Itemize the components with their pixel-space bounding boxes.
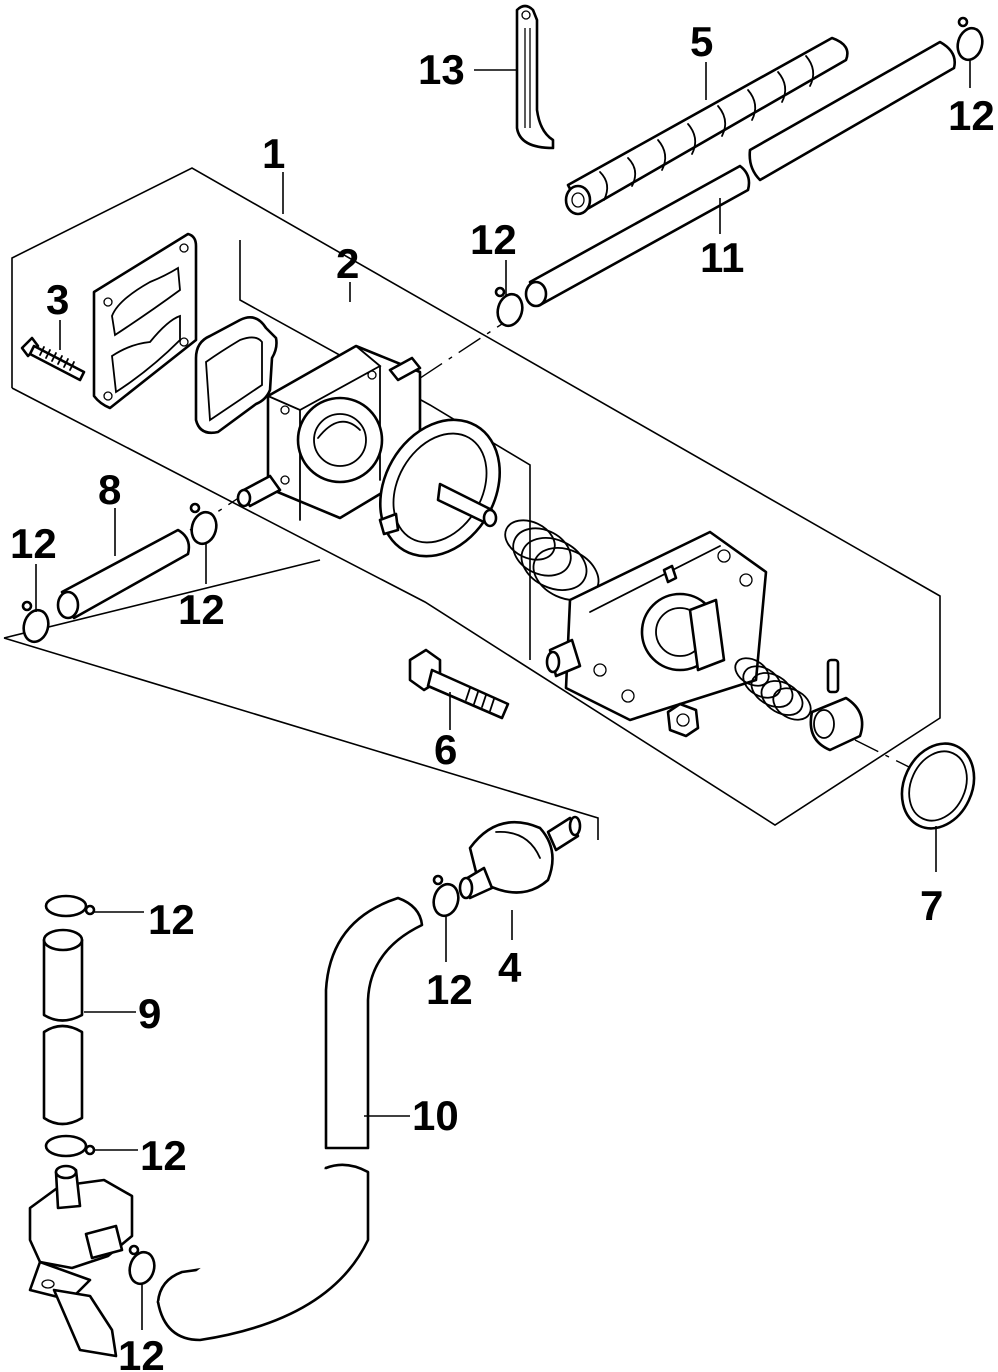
part-3-screw — [20, 336, 86, 382]
part-4-fuel-filter — [458, 815, 582, 900]
callout-5: 5 — [690, 18, 713, 65]
callout-13: 13 — [418, 46, 465, 93]
callout-1: 1 — [262, 130, 285, 177]
pump-body — [236, 344, 422, 521]
part-8-hose — [56, 528, 191, 620]
clamp-g — [44, 1134, 96, 1158]
part-12-clamps — [21, 16, 984, 1286]
diaphragm — [378, 418, 502, 558]
pin — [826, 658, 840, 694]
callout-4: 4 — [498, 944, 522, 991]
clamp-c — [189, 502, 218, 546]
callout-12-c: 12 — [178, 586, 225, 633]
nut — [666, 702, 700, 738]
callout-9: 9 — [138, 990, 161, 1037]
callout-12-b: 12 — [470, 216, 517, 263]
small-spring — [734, 657, 812, 721]
callout-12-f: 12 — [148, 896, 195, 943]
clamp-f — [44, 894, 96, 918]
gasket-plate — [92, 232, 198, 410]
clamp-b — [494, 286, 524, 328]
part-2-diaphragm-gasket — [194, 316, 278, 435]
part-7-o-ring — [900, 742, 976, 830]
pump-cover — [545, 530, 768, 722]
part-9-hose — [42, 928, 84, 1126]
part-10-hose — [156, 896, 424, 1342]
callout-12-h: 12 — [118, 1332, 165, 1372]
clamp-d — [21, 600, 50, 644]
clamp-e — [432, 874, 460, 918]
part-11-hose — [524, 40, 956, 308]
part-5-protector-sleeve — [564, 36, 849, 216]
callout-12-e: 12 — [426, 966, 473, 1013]
callout-6: 6 — [434, 726, 457, 773]
callout-12-g: 12 — [140, 1132, 187, 1179]
part-13-clip — [515, 4, 555, 150]
callout-7: 7 — [920, 882, 943, 929]
callout-11: 11 — [700, 234, 744, 281]
callout-labels: 1 2 3 4 5 6 7 8 9 10 11 13 12 12 12 12 1… — [10, 18, 995, 1372]
callout-10: 10 — [412, 1092, 459, 1139]
plug — [809, 696, 864, 752]
part-6-bolt — [408, 648, 510, 720]
callout-8: 8 — [98, 466, 121, 513]
leader-lines — [35, 60, 971, 1330]
callout-12-a: 12 — [948, 92, 995, 139]
clamp-a — [956, 16, 984, 62]
clamp-h — [128, 1244, 156, 1286]
callout-2: 2 — [336, 240, 359, 287]
fuel-cock — [28, 1164, 134, 1358]
callout-12-d: 12 — [10, 520, 57, 567]
callout-3: 3 — [46, 276, 69, 323]
